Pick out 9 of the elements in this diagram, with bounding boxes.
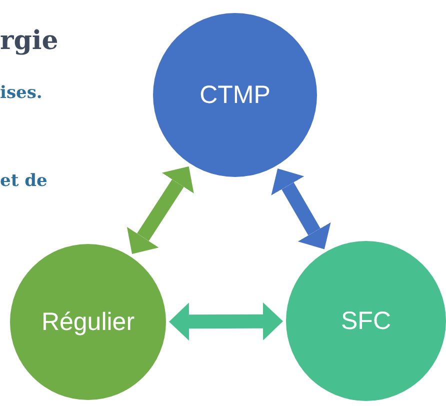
text-line: ises. [0, 83, 42, 103]
node-label: SFC [341, 306, 391, 336]
double-arrow [169, 302, 283, 341]
node-label: CTMP [200, 80, 270, 110]
node-label: Régulier [41, 308, 135, 336]
double-arrow [271, 168, 331, 250]
double-arrow [126, 166, 194, 254]
title: rgie [0, 26, 58, 56]
text-line: et de [0, 171, 48, 191]
